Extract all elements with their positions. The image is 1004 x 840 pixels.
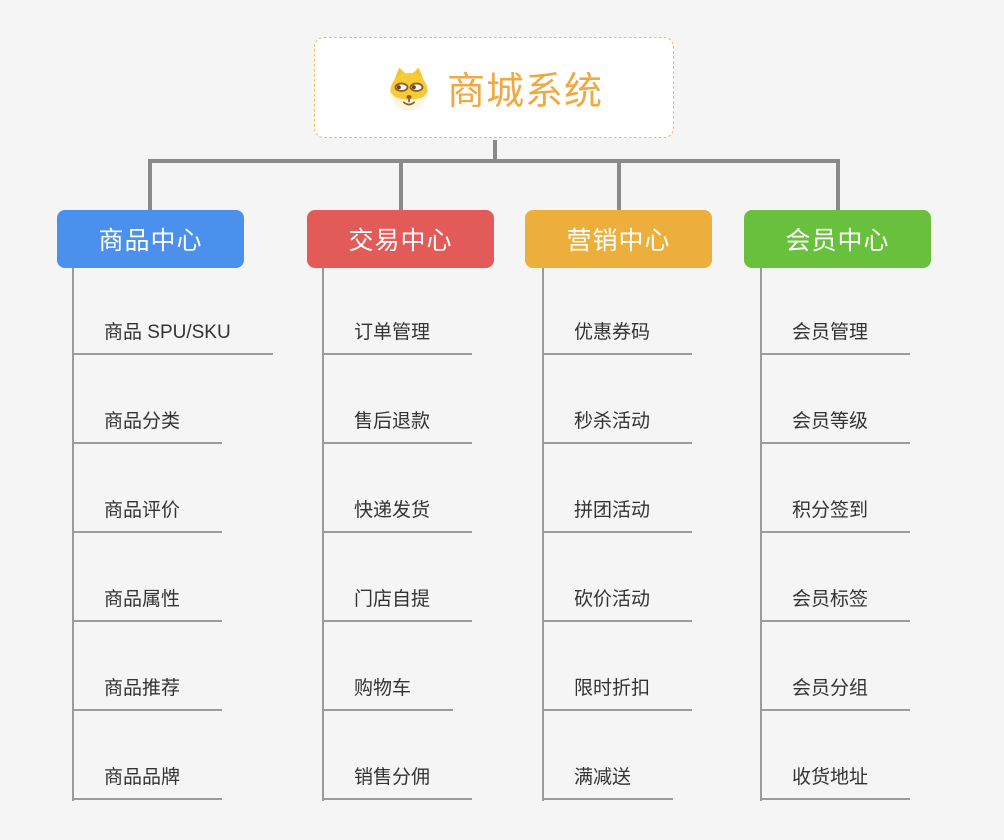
- branch-node-label: 营销中心: [566, 227, 671, 255]
- root-node[interactable]: 商城系统: [314, 37, 674, 138]
- leaf-node[interactable]: 订单管理: [322, 320, 473, 355]
- branch-node-member-center[interactable]: 会员中心: [744, 210, 931, 268]
- leaf-node[interactable]: 会员等级: [760, 409, 911, 444]
- leaf-node[interactable]: 快递发货: [322, 498, 473, 533]
- connector-drop-marketing: [617, 159, 621, 210]
- leaf-node[interactable]: 砍价活动: [542, 587, 693, 622]
- leaf-node[interactable]: 商品品牌: [72, 765, 223, 800]
- leaf-node[interactable]: 商品分类: [72, 409, 223, 444]
- leaf-rail-member: [760, 268, 762, 801]
- leaf-node[interactable]: 限时折扣: [542, 676, 693, 711]
- leaf-node[interactable]: 积分签到: [760, 498, 911, 533]
- root-node-label: 商城系统: [446, 71, 603, 113]
- leaf-node[interactable]: 门店自提: [322, 587, 473, 622]
- connector-drop-trade: [399, 159, 403, 210]
- leaf-rail-marketing: [542, 268, 544, 801]
- connector-drop-member: [836, 159, 840, 210]
- shiba-dog-face-icon: [385, 64, 433, 112]
- connector-drop-product: [148, 159, 152, 210]
- leaf-node[interactable]: 优惠券码: [542, 320, 693, 355]
- leaf-node[interactable]: 拼团活动: [542, 498, 693, 533]
- connector-horizontal-bar: [148, 159, 840, 163]
- branch-node-label: 交易中心: [348, 227, 453, 255]
- branch-node-label: 商品中心: [98, 227, 203, 255]
- branch-node-product-center[interactable]: 商品中心: [57, 210, 244, 268]
- leaf-node[interactable]: 商品 SPU/SKU: [72, 320, 273, 355]
- leaf-rail-product: [72, 268, 74, 801]
- leaf-node[interactable]: 满减送: [542, 765, 674, 800]
- leaf-node[interactable]: 会员管理: [760, 320, 911, 355]
- leaf-node[interactable]: 商品推荐: [72, 676, 223, 711]
- leaf-node[interactable]: 会员分组: [760, 676, 911, 711]
- leaf-rail-trade: [322, 268, 324, 801]
- leaf-node[interactable]: 会员标签: [760, 587, 911, 622]
- leaf-node[interactable]: 商品评价: [72, 498, 223, 533]
- connector-root-trunk: [493, 140, 497, 163]
- leaf-node[interactable]: 秒杀活动: [542, 409, 693, 444]
- leaf-node[interactable]: 销售分佣: [322, 765, 473, 800]
- leaf-node[interactable]: 购物车: [322, 676, 454, 711]
- branch-node-trade-center[interactable]: 交易中心: [307, 210, 494, 268]
- leaf-node[interactable]: 售后退款: [322, 409, 473, 444]
- leaf-node[interactable]: 收货地址: [760, 765, 911, 800]
- leaf-node[interactable]: 商品属性: [72, 587, 223, 622]
- branch-node-label: 会员中心: [785, 227, 890, 255]
- branch-node-marketing-center[interactable]: 营销中心: [525, 210, 712, 268]
